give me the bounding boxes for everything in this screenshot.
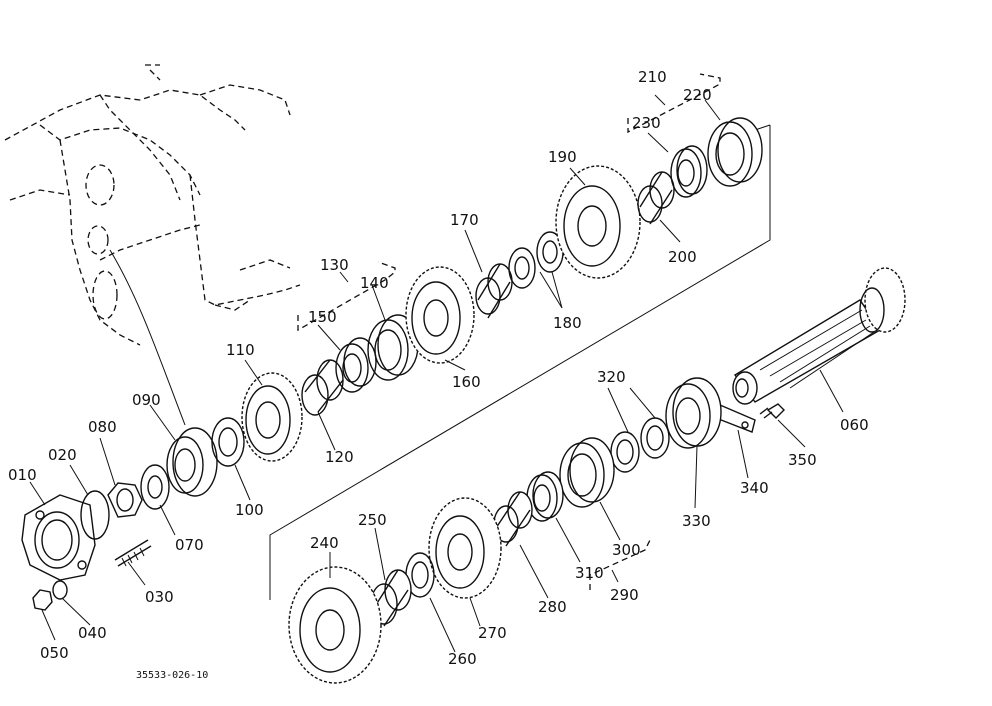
- needle-bearing-310: [526, 471, 564, 522]
- label-070: 070: [175, 536, 204, 554]
- needle-bearing-230: [670, 145, 708, 198]
- label-260: 260: [448, 650, 477, 668]
- bearing-330: [665, 377, 722, 449]
- washer-100: [211, 417, 245, 467]
- lock-plate-340: [715, 404, 756, 433]
- gear-190: [555, 165, 641, 279]
- label-290: 290: [610, 586, 639, 604]
- label-250: 250: [358, 511, 387, 529]
- nut-050: [32, 589, 53, 611]
- label-110: 110: [226, 341, 255, 359]
- gear-110: [241, 372, 303, 462]
- part-labels: 010 020 030 040 050 060 070 080 090 100 …: [8, 68, 869, 681]
- label-020: 020: [48, 446, 77, 464]
- label-330: 330: [682, 512, 711, 530]
- gear-240: [288, 566, 382, 684]
- label-080: 080: [88, 418, 117, 436]
- label-190: 190: [548, 148, 577, 166]
- ring-220: [707, 117, 763, 187]
- washer-040: [52, 580, 68, 600]
- washers-180: [508, 231, 564, 289]
- label-210: 210: [638, 68, 667, 86]
- bearing-090: [166, 427, 218, 497]
- washer-070: [140, 464, 170, 510]
- bushing-200: [637, 171, 675, 225]
- label-280: 280: [538, 598, 567, 616]
- label-160: 160: [452, 373, 481, 391]
- label-240: 240: [310, 534, 339, 552]
- label-340: 340: [740, 479, 769, 497]
- stud-030: [114, 539, 152, 567]
- bracket-210: [627, 73, 721, 134]
- label-050: 050: [40, 644, 69, 662]
- label-310: 310: [575, 564, 604, 582]
- assembly-guide-line: [109, 249, 186, 426]
- label-140: 140: [360, 274, 389, 292]
- label-200: 200: [668, 248, 697, 266]
- label-120: 120: [325, 448, 354, 466]
- label-040: 040: [78, 624, 107, 642]
- label-170: 170: [450, 211, 479, 229]
- label-270: 270: [478, 624, 507, 642]
- label-100: 100: [235, 501, 264, 519]
- label-180: 180: [553, 314, 582, 332]
- ring-300: [559, 437, 615, 508]
- label-320: 320: [597, 368, 626, 386]
- label-130: 130: [320, 256, 349, 274]
- bushing-170: [475, 263, 513, 319]
- label-300: 300: [612, 541, 641, 559]
- label-230: 230: [632, 114, 661, 132]
- o-ring-020: [80, 490, 110, 540]
- bolt-350: [759, 403, 785, 419]
- cover-plate-010: [21, 494, 96, 581]
- label-060: 060: [840, 416, 869, 434]
- label-150: 150: [308, 308, 337, 326]
- needle-bearing-120: [301, 359, 344, 416]
- splined-shaft-060: [732, 267, 906, 405]
- needle-bearing-250: [370, 569, 412, 627]
- transmission-housing: [4, 64, 301, 346]
- label-350: 350: [788, 451, 817, 469]
- gear-160: [405, 266, 475, 364]
- locknut-080: [107, 482, 143, 518]
- bracket-290: [589, 539, 651, 590]
- washers-320: [610, 417, 670, 473]
- drawing-reference: 35533-026-10: [136, 670, 208, 681]
- label-220: 220: [683, 86, 712, 104]
- gear-270: [428, 497, 502, 599]
- leader-lines: [29, 99, 844, 653]
- label-010: 010: [8, 466, 37, 484]
- label-030: 030: [145, 588, 174, 606]
- label-090: 090: [132, 391, 161, 409]
- bracket-130: [297, 261, 396, 332]
